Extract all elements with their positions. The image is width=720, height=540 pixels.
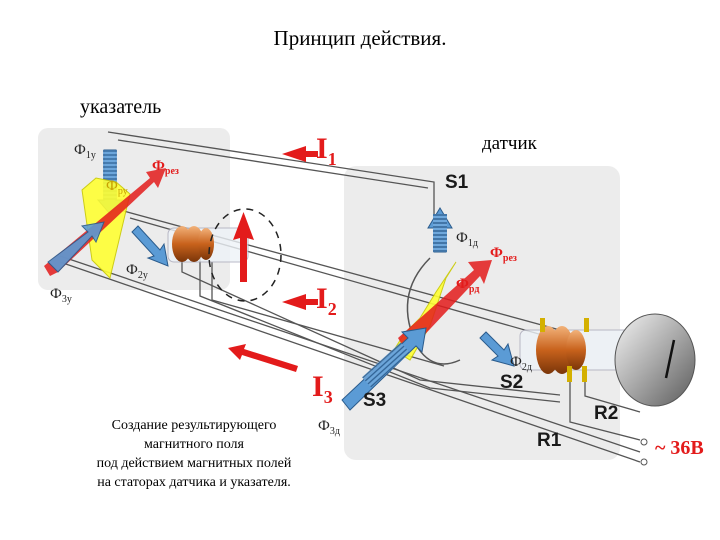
slip-ring-contact-4 [584,318,589,332]
flux-rd-label: Фрд [456,276,480,295]
spring-3d [361,342,411,388]
current-i2-label: I2 [316,282,337,319]
current-i1-label: I1 [316,132,337,169]
caption-line-2: магнитного поля [144,437,244,452]
pointer-needle [233,212,254,282]
caption: Создание результирующего магнитного поля… [60,416,328,492]
current-i3-label: I3 [312,370,333,407]
spring-1d [433,214,447,252]
flux-1y-label: Ф1у [74,142,96,161]
terminal-2 [640,458,648,466]
flux-ry-label: Фру [106,178,128,197]
slip-ring-contact-3 [540,318,545,332]
flux-3y-arrow [47,221,105,273]
flux-res-y-label: Фрез [152,158,179,177]
sensor-knob[interactable] [614,313,696,407]
terminal-r2-label: R2 [594,403,619,424]
flux-res-d-arrow [398,260,492,348]
current-1-arrow [282,146,318,162]
stator-s3-label: S3 [363,390,387,411]
current-3-arrow [228,344,298,372]
flux-2d-label: Ф2д [510,354,532,373]
flux-ry-arrow [81,177,131,279]
caption-line-4: на статорах датчика и указателя. [97,475,291,490]
stator-s1-label: S1 [445,172,469,193]
stator-s2-label: S2 [500,372,524,393]
sensor-panel [344,166,620,460]
current-2-arrow [282,294,318,310]
pointer-label: указатель [80,96,162,118]
flux-res-d-label: Фрез [490,245,517,264]
flux-1d-label: Ф1д [456,230,478,249]
pointer-coils [172,226,214,262]
slip-ring-contact-2 [582,366,587,382]
pointer-dial [208,208,282,302]
flux-3y-label: Ф3у [50,286,72,305]
slip-ring-contact-1 [567,366,572,382]
terminal-r1-label: R1 [537,430,562,451]
flux-3d-label: Ф3д [318,418,340,437]
page-title: Принцип действия. [273,26,447,50]
caption-line-1: Создание результирующего [111,418,277,433]
sensor-coils [536,326,586,374]
flux-2y-arrow [131,225,169,267]
flux-2y-label: Ф2у [126,262,148,281]
caption-line-3: под действием магнитных полей [96,456,292,471]
flux-2d-arrow [479,331,515,367]
supply-voltage-label: ~ 36В [655,437,704,459]
sensor-label: датчик [482,133,537,154]
terminal-1 [640,438,648,446]
